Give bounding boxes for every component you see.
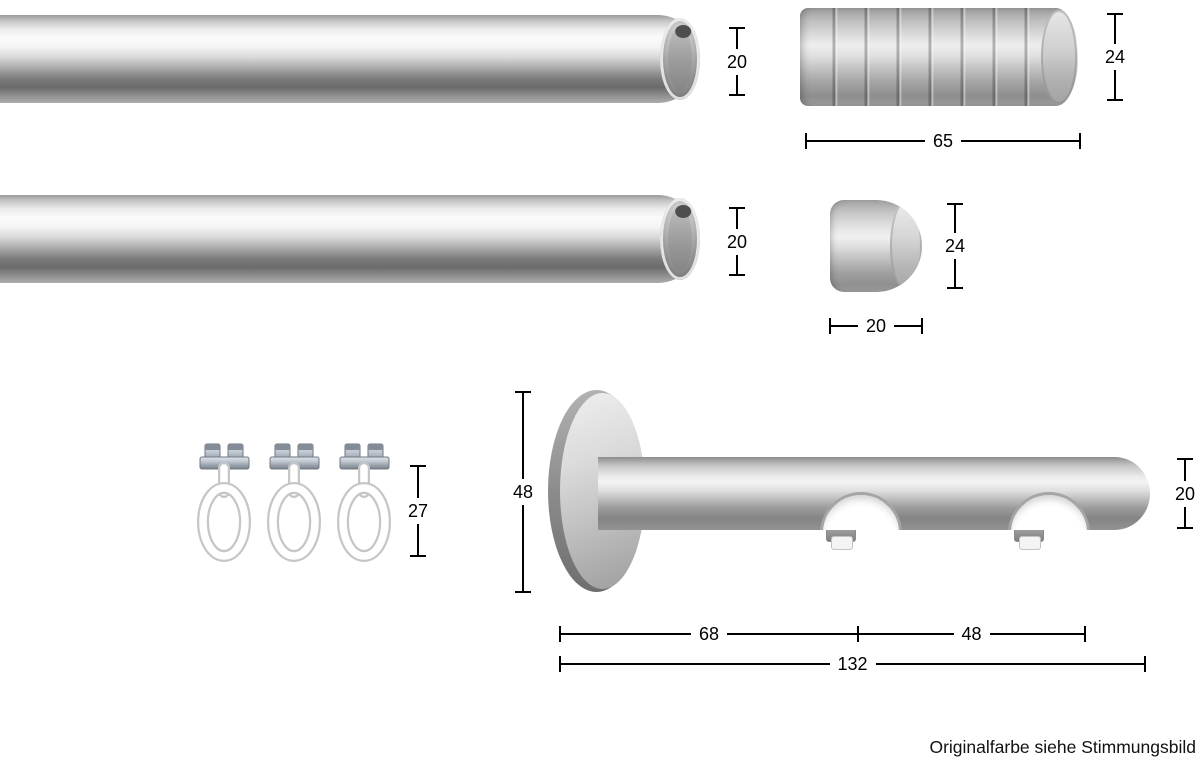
bracket-arm: [598, 457, 1150, 530]
glider-metal-clip: [269, 443, 320, 470]
end-cap-cylinder-grooved: [800, 8, 1078, 106]
dim-label-cap-large-length: 65: [924, 131, 962, 151]
dim-label-bracket-arm: 20: [1173, 480, 1197, 507]
dim-cap-large-length: 65: [805, 131, 1081, 151]
bracket-rod-saddle-first: [820, 492, 902, 530]
dim-label-glider-height: 27: [406, 498, 430, 524]
end-cap-grooves: [806, 8, 1038, 106]
dim-bracket-first-to-second: 48: [857, 624, 1086, 644]
glider-white-hook: [197, 462, 251, 562]
dim-bracket-wall-to-first: 68: [559, 624, 859, 644]
curtain-rod-track-top: [0, 15, 700, 103]
dim-label-bracket-68: 68: [690, 624, 728, 644]
curtain-gliders-group: [192, 440, 402, 562]
end-cap-end-face: [1041, 10, 1077, 104]
rod-profile-slot: [675, 25, 692, 38]
curtain-rod-track-bottom: [0, 195, 700, 283]
rod-profile-end-face: [660, 198, 700, 280]
dim-cap-small-length: 20: [829, 316, 923, 336]
dim-cap-small-diameter: 24: [943, 203, 967, 289]
dim-rod-bottom-diameter: 20: [725, 207, 749, 276]
glider-metal-clip: [199, 443, 250, 470]
dim-label-cap-large-diameter: 24: [1103, 44, 1127, 70]
dim-label-rod-bottom: 20: [725, 228, 749, 255]
rod-profile-end-face: [660, 18, 700, 100]
dim-label-bracket-132: 132: [829, 654, 876, 674]
curtain-glider: [267, 443, 321, 562]
color-disclaimer-text: Originalfarbe siehe Stimmungsbild: [929, 737, 1196, 757]
dim-label-rod-top: 20: [725, 48, 749, 75]
dim-label-cap-small-length: 20: [857, 316, 895, 336]
glider-white-hook: [267, 462, 321, 562]
dim-glider-height: 27: [406, 465, 430, 557]
dim-bracket-total-depth: 132: [559, 654, 1146, 674]
glider-white-hook: [337, 462, 391, 562]
dim-label-cap-small-diameter: 24: [943, 233, 967, 259]
bracket-rod-saddle-second: [1008, 492, 1090, 530]
rod-profile-slot: [675, 205, 692, 218]
end-cap-end-face: [890, 201, 922, 291]
dim-bracket-plate-diameter: 48: [511, 391, 535, 593]
dim-rod-top-diameter: 20: [725, 27, 749, 96]
curtain-glider: [197, 443, 251, 562]
dim-cap-large-diameter: 24: [1103, 13, 1127, 101]
dim-label-bracket-plate: 48: [511, 479, 535, 505]
dim-label-bracket-48: 48: [953, 624, 990, 644]
end-cap-cylinder-plain: [830, 200, 922, 292]
curtain-glider: [337, 443, 391, 562]
dim-bracket-arm-diameter: 20: [1173, 458, 1197, 529]
